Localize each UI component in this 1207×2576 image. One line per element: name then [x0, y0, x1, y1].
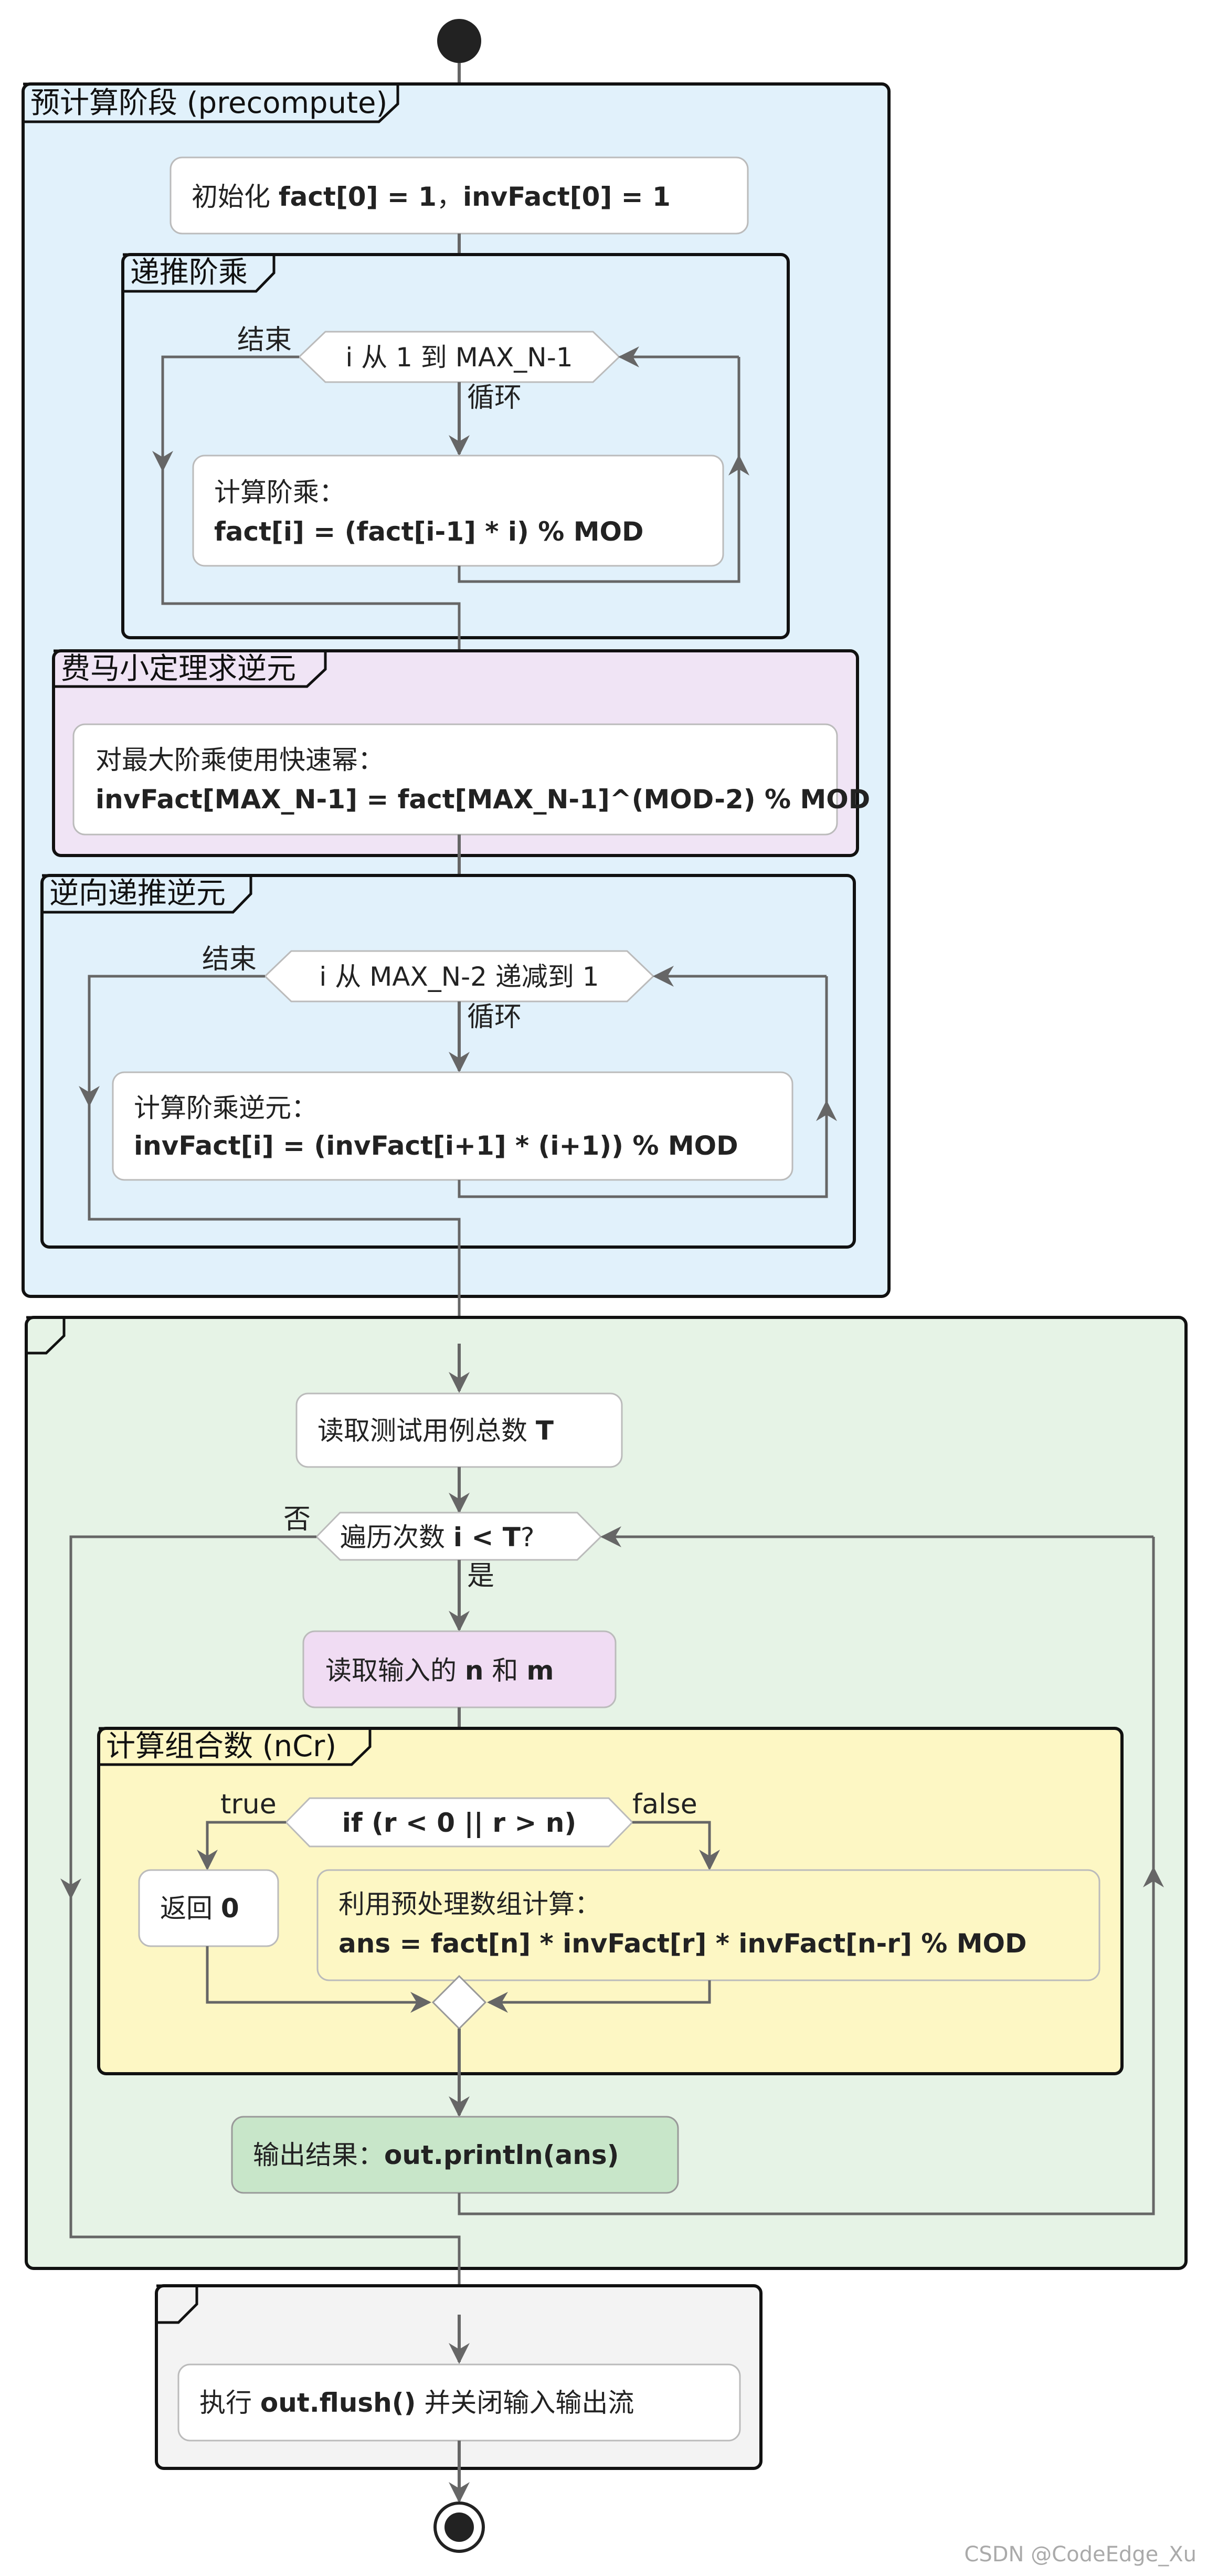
- if-true-label: true: [220, 1789, 277, 1820]
- loop-exit-edge: [88, 975, 461, 1386]
- output-code: out.println(ans): [384, 2140, 619, 2170]
- init-label: 初始化: [192, 182, 279, 212]
- svg-text:遍历次数 i < T?: 遍历次数 i < T?: [340, 1522, 534, 1553]
- calc-node: 利用预处理数组计算： ans = fact[n] * invFact[r] * …: [316, 1869, 1100, 1981]
- return-value: 0: [221, 1893, 239, 1924]
- return-label: 返回: [160, 1893, 221, 1924]
- loop-q: ?: [521, 1522, 535, 1553]
- loop-cond: i < T: [453, 1522, 521, 1553]
- read-nm-label: 读取输入的: [325, 1655, 465, 1686]
- finish-code: out.flush(): [260, 2388, 416, 2418]
- precompute-title: 预计算阶段 (precompute): [30, 86, 387, 120]
- if-false-label: false: [632, 1789, 697, 1820]
- inverse-body-line1: 计算阶乘逆元：: [134, 1093, 317, 1123]
- init-fact: fact[0] = 1: [279, 182, 437, 212]
- output-node: 输出结果：out.println(ans): [231, 2116, 679, 2194]
- inverse-group: 逆向递推逆元: [40, 874, 856, 1249]
- inverse-body-line2: invFact[i] = (invFact[i+1] * (i+1)) % MO…: [134, 1131, 738, 1161]
- if-cond-text: if (r < 0 || r > n): [342, 1808, 576, 1838]
- fact-group-title: 递推阶乘: [130, 256, 248, 290]
- if-condition: if (r < 0 || r > n): [284, 1797, 634, 1847]
- inverse-loop-condition: i 从 MAX_N-2 递减到 1: [263, 950, 655, 1002]
- merge-edge: [206, 1946, 431, 2013]
- read-nm-m: m: [526, 1655, 554, 1686]
- loop-exit-edge: [161, 355, 461, 703]
- svg-text:读取输入的 n 和 m: 读取输入的 n 和 m: [325, 1655, 554, 1686]
- inverse-loop-yes-label: 循环: [467, 1001, 522, 1033]
- calc-line1: 利用预处理数组计算：: [338, 1889, 601, 1919]
- loop-exit-edge: [69, 1535, 461, 2357]
- ncr-group-title: 计算组合数 (nCr): [106, 1729, 336, 1764]
- read-nm-node: 读取输入的 n 和 m: [302, 1630, 617, 1708]
- loop-back-edge: [458, 976, 828, 1198]
- fact-body-line2: fact[i] = (fact[i-1] * i) % MOD: [214, 516, 643, 547]
- inverse-group-title: 逆向递推逆元: [49, 877, 226, 911]
- fermat-node: 对最大阶乘使用快速幂： invFact[MAX_N-1] = fact[MAX_…: [72, 723, 870, 836]
- main-loop-no-label: 否: [283, 1504, 311, 1535]
- finish-label: 执行: [199, 2388, 260, 2418]
- calc-line2: ans = fact[n] * invFact[r] * invFact[n-r…: [338, 1928, 1026, 1959]
- fact-body-node: 计算阶乘： fact[i] = (fact[i-1] * i) % MOD: [192, 455, 724, 567]
- finish-node: 执行 out.flush() 并关闭输入输出流: [177, 2363, 741, 2442]
- read-t-var: T: [536, 1416, 554, 1446]
- svg-text:执行 out.flush() 并关闭输入输出流: 执行 out.flush() 并关闭输入输出流: [199, 2388, 634, 2418]
- read-nm-and: 和: [484, 1655, 527, 1686]
- true-branch-edge: [197, 1821, 286, 1871]
- init-node: 初始化 fact[0] = 1，invFact[0] = 1: [170, 156, 749, 235]
- read-t-node: 读取测试用例总数 T: [295, 1392, 623, 1468]
- init-invfact: invFact[0] = 1: [463, 182, 671, 212]
- inverse-loop-end-label: 结束: [202, 944, 257, 975]
- fermat-group-title: 费马小定理求逆元: [61, 652, 296, 686]
- inverse-body-node: 计算阶乘逆元： invFact[i] = (invFact[i+1] * (i+…: [112, 1071, 793, 1181]
- read-nm-n: n: [465, 1655, 484, 1686]
- false-branch-edge: [632, 1821, 720, 1871]
- loop-label: 遍历次数: [340, 1522, 453, 1553]
- end-node: [433, 2501, 485, 2553]
- init-sep: ，: [437, 182, 463, 212]
- finish-post: 并关闭输入输出流: [416, 2388, 634, 2418]
- fact-loop-end-label: 结束: [237, 324, 292, 356]
- main-loop-condition: 遍历次数 i < T?: [315, 1512, 602, 1561]
- fact-body-line1: 计算阶乘：: [214, 477, 345, 508]
- svg-text:读取测试用例总数 T: 读取测试用例总数 T: [317, 1416, 554, 1446]
- fermat-line1: 对最大阶乘使用快速幂：: [96, 745, 384, 775]
- read-t-label: 读取测试用例总数: [317, 1416, 536, 1446]
- svg-text:初始化 fact[0] = 1，invFact[0] = 1: 初始化 fact[0] = 1，invFact[0] = 1: [192, 182, 671, 212]
- merge-edge: [487, 1980, 711, 2013]
- svg-text:输出结果：out.println(ans): 输出结果：out.println(ans): [253, 2140, 619, 2170]
- output-label: 输出结果：: [253, 2140, 384, 2170]
- watermark: CSDN @CodeEdge_Xu: [964, 2542, 1197, 2567]
- start-node: [437, 19, 481, 63]
- fermat-line2: invFact[MAX_N-1] = fact[MAX_N-1]^(MOD-2)…: [96, 784, 870, 815]
- fact-loop-condition: i 从 1 到 MAX_N-1: [298, 331, 621, 383]
- main-loop-yes-label: 是: [467, 1560, 494, 1592]
- fact-loop-cond-text: i 从 1 到 MAX_N-1: [345, 342, 573, 373]
- fact-loop-yes-label: 循环: [467, 382, 522, 414]
- inverse-loop-cond-text: i 从 MAX_N-2 递减到 1: [319, 962, 599, 992]
- return-zero-node: 返回 0: [138, 1869, 279, 1947]
- svg-text:返回 0: 返回 0: [160, 1893, 239, 1924]
